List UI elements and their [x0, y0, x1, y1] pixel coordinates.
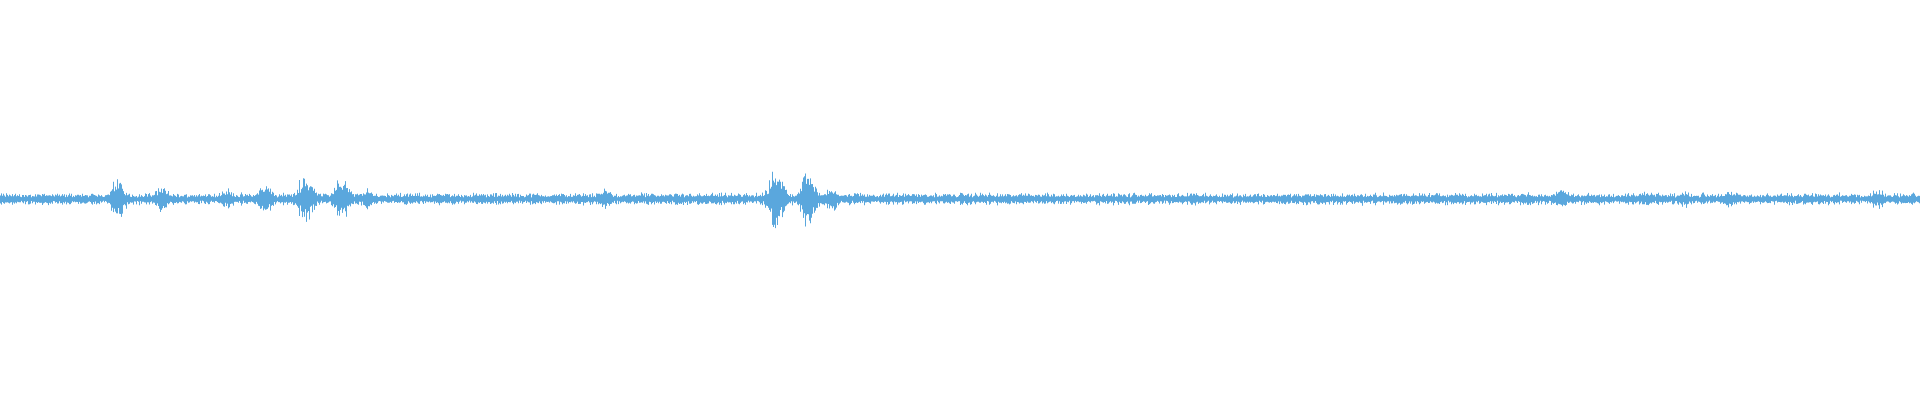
waveform-path: [0, 171, 1920, 229]
waveform-samples: [0, 171, 1920, 229]
